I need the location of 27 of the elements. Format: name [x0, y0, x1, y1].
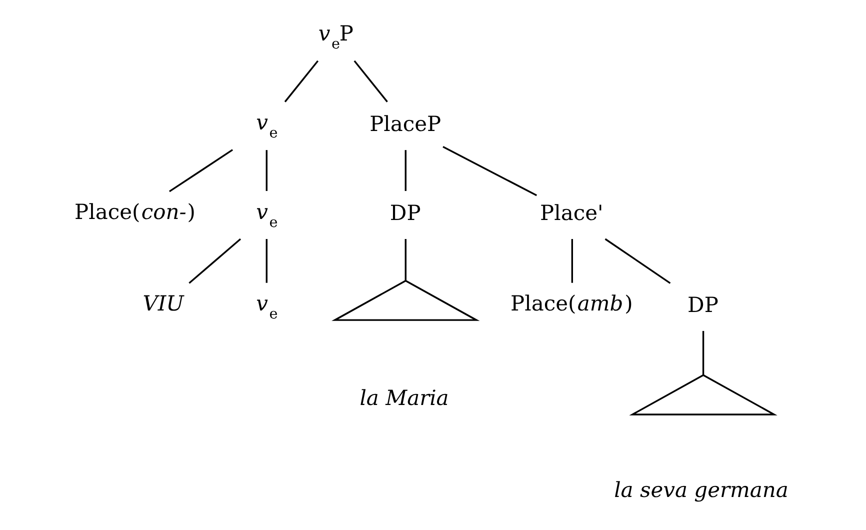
connector [168, 149, 233, 192]
node-text: v$_{e}$ [256, 110, 278, 142]
node-text: Place' [540, 201, 603, 226]
node-text: DP [687, 292, 718, 317]
node-label: la Maria [359, 386, 448, 410]
node-text: v$_{e}$ [256, 292, 278, 323]
node-text: Place(amb) [510, 292, 632, 316]
connector [353, 60, 388, 102]
node-text: v$_{e}$ [256, 200, 278, 231]
connector [442, 146, 537, 196]
node-triangle [331, 280, 480, 321]
connector [265, 150, 267, 191]
connector [604, 238, 670, 284]
connector [188, 238, 241, 284]
node-triangle [628, 374, 777, 416]
node-label: la seva germana [614, 478, 788, 502]
node-text: PlaceP [369, 112, 441, 136]
connector [404, 150, 406, 191]
connector [570, 238, 573, 283]
node-text: DP [389, 201, 420, 226]
connector [284, 60, 318, 102]
connector [702, 330, 704, 376]
connector [404, 238, 406, 280]
node-text: v$_{e}$P [318, 22, 354, 53]
node-text: VIU [142, 292, 184, 316]
node-text: Place(con-) [74, 200, 196, 224]
connector [265, 238, 267, 283]
